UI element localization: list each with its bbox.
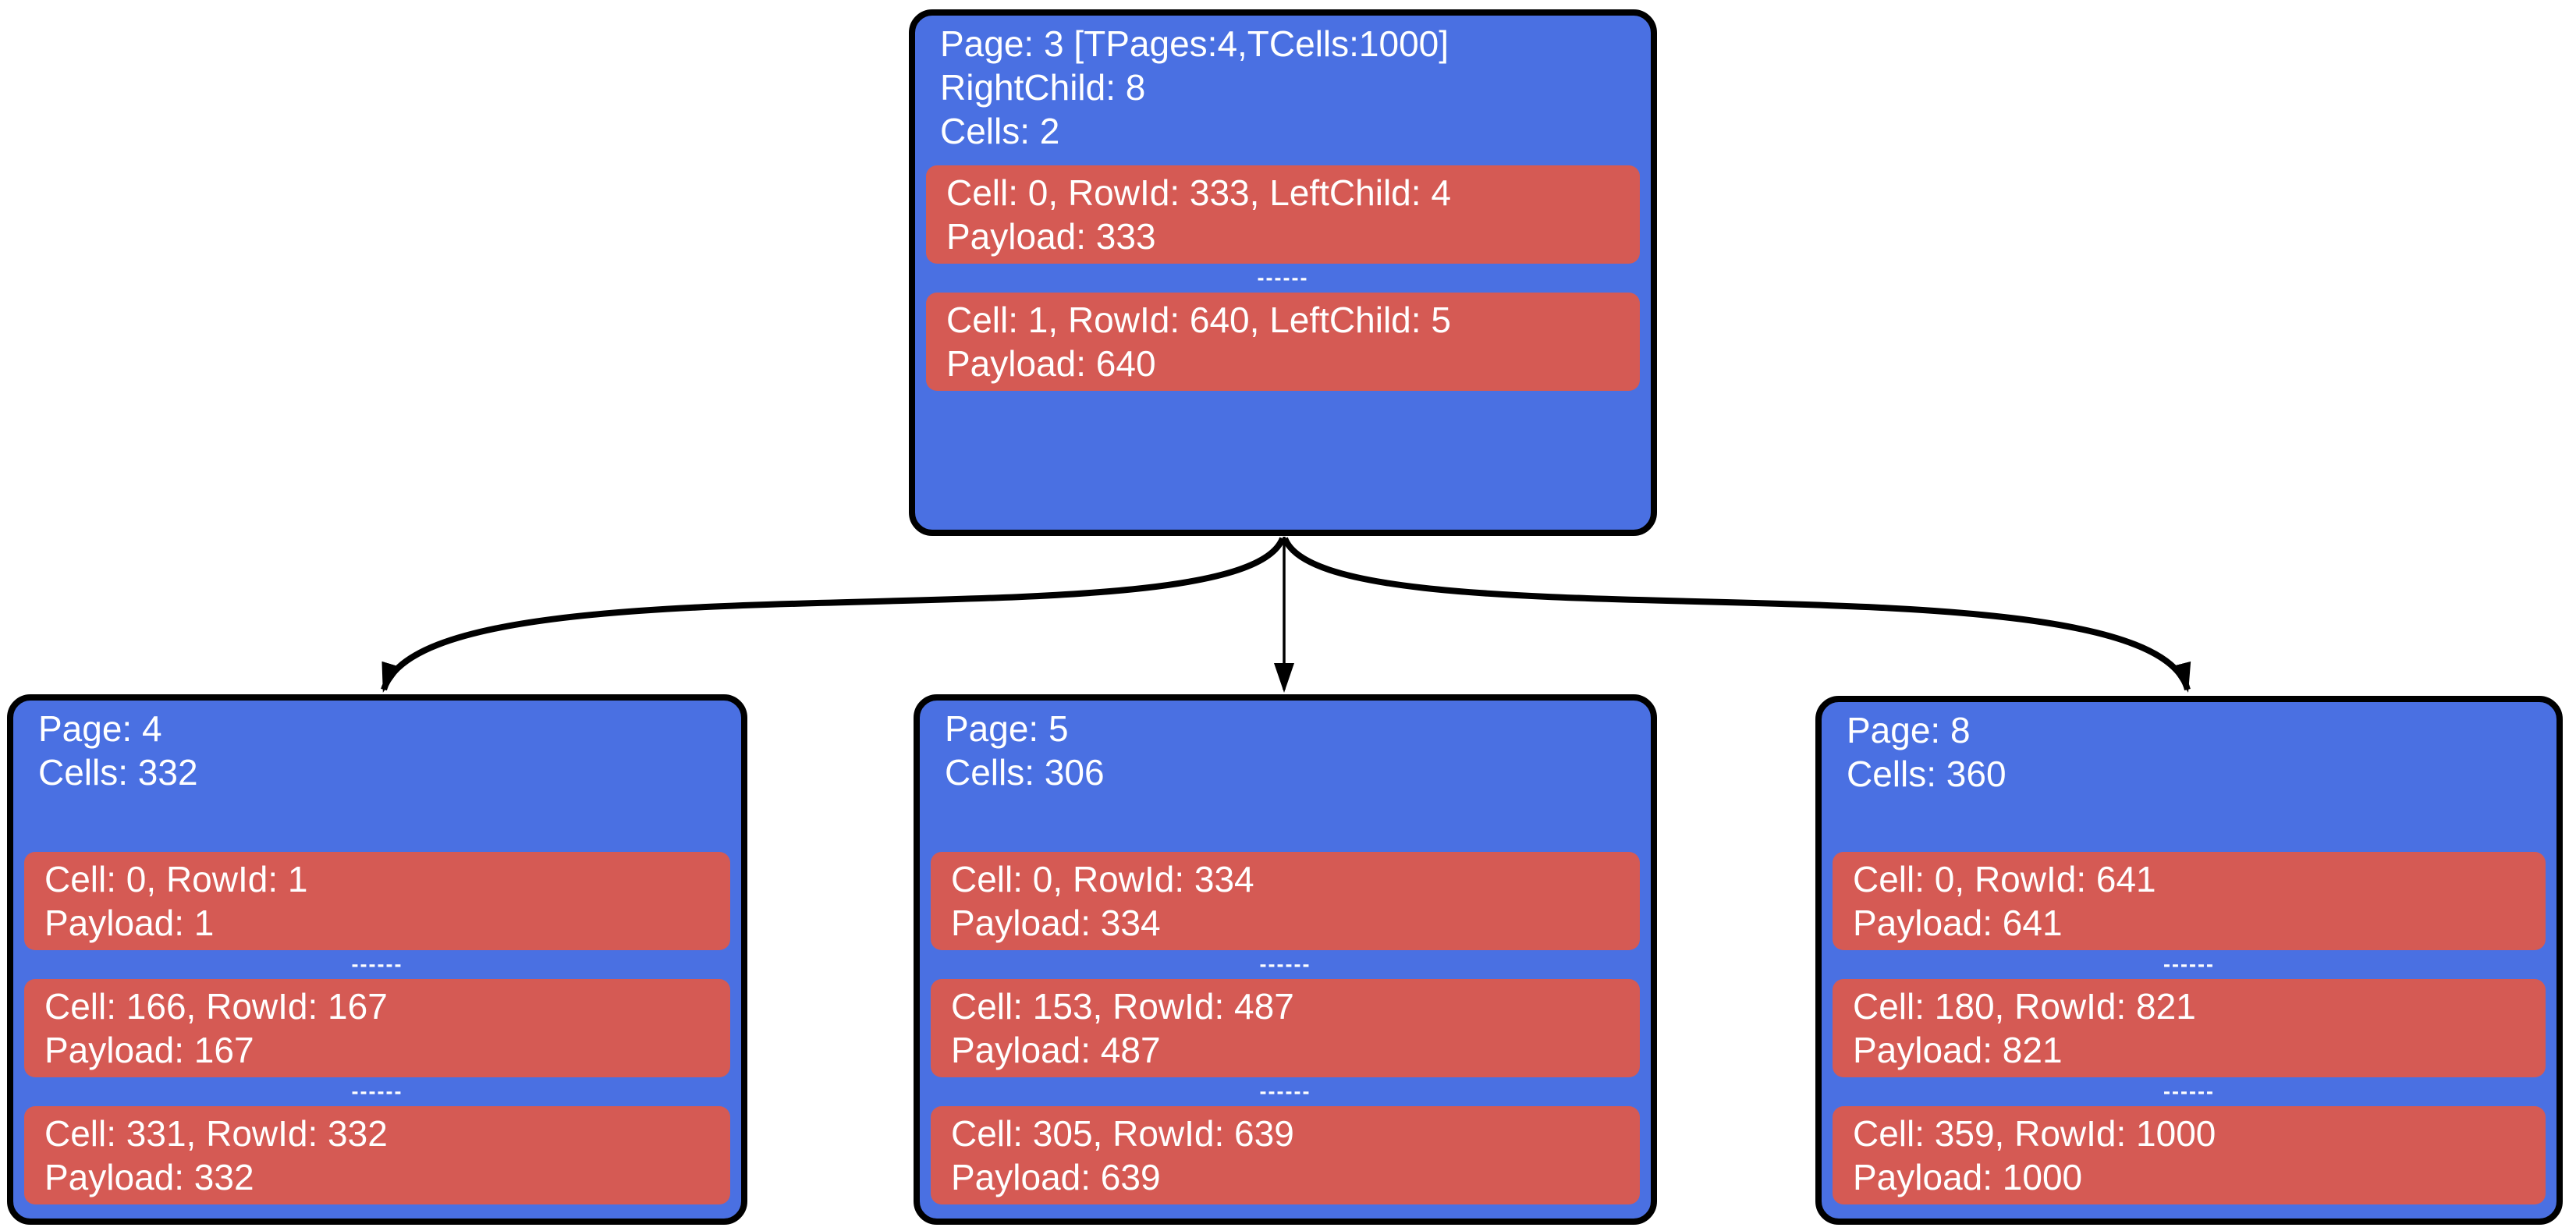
cell-info: Cell: 0, RowId: 1 — [44, 859, 308, 899]
node-page-3-header: Page: 3 [TPages:4,TCells:1000] RightChil… — [915, 16, 1651, 153]
cell-payload: Payload: 641 — [1853, 903, 2063, 943]
cell-separator: ------ — [2163, 953, 2215, 976]
cell-separator: ------ — [1257, 266, 1309, 289]
node-page-8-title: Page: 8 — [1847, 710, 1971, 750]
node-page-5-title: Page: 5 — [945, 708, 1069, 749]
cell-info: Cell: 180, RowId: 821 — [1853, 986, 2196, 1027]
node-page-4-cellcount: Cells: 332 — [38, 752, 198, 793]
node-page-4-title: Page: 4 — [38, 708, 162, 749]
cell-separator: ------ — [351, 953, 403, 976]
cell-entry: Cell: 359, RowId: 1000 Payload: 1000 — [1833, 1106, 2546, 1204]
cell-entry: Cell: 180, RowId: 821 Payload: 821 — [1833, 979, 2546, 1077]
node-page-3-cellcount: Cells: 2 — [940, 111, 1060, 151]
node-page-8-header: Page: 8 Cells: 360 — [1822, 702, 2556, 796]
cell-entry: Cell: 166, RowId: 167 Payload: 167 — [24, 979, 730, 1077]
cell-payload: Payload: 487 — [951, 1030, 1161, 1070]
node-page-4: Page: 4 Cells: 332 Cell: 0, RowId: 1 Pay… — [7, 694, 747, 1225]
node-page-5-cellcount: Cells: 306 — [945, 752, 1105, 793]
cell-payload: Payload: 1000 — [1853, 1157, 2083, 1197]
cell-entry: Cell: 305, RowId: 639 Payload: 639 — [931, 1106, 1640, 1204]
cell-separator: ------ — [2163, 1080, 2215, 1103]
cell-separator: ------ — [1259, 1080, 1311, 1103]
edge-root-to-page4-arrow — [381, 537, 1286, 693]
cell-info: Cell: 0, RowId: 333, LeftChild: 4 — [946, 172, 1451, 213]
cell-payload: Payload: 332 — [44, 1157, 254, 1197]
node-page-3-rightchild: RightChild: 8 — [940, 67, 1146, 108]
cell-payload: Payload: 333 — [946, 216, 1156, 257]
cell-info: Cell: 153, RowId: 487 — [951, 986, 1294, 1027]
cell-separator: ------ — [351, 1080, 403, 1103]
cell-info: Cell: 359, RowId: 1000 — [1853, 1113, 2216, 1154]
cell-entry: Cell: 331, RowId: 332 Payload: 332 — [24, 1106, 730, 1204]
cell-info: Cell: 1, RowId: 640, LeftChild: 5 — [946, 300, 1451, 340]
node-page-4-cells: Cell: 0, RowId: 1 Payload: 1 ------ Cell… — [24, 852, 730, 1204]
cell-info: Cell: 305, RowId: 639 — [951, 1113, 1294, 1154]
node-page-5-cells: Cell: 0, RowId: 334 Payload: 334 ------ … — [931, 852, 1640, 1204]
node-page-8-cellcount: Cells: 360 — [1847, 754, 2007, 794]
cell-info: Cell: 0, RowId: 641 — [1853, 859, 2156, 899]
node-page-3-title: Page: 3 [TPages:4,TCells:1000] — [940, 23, 1449, 64]
node-page-5: Page: 5 Cells: 306 Cell: 0, RowId: 334 P… — [914, 694, 1657, 1225]
cell-entry: Cell: 0, RowId: 641 Payload: 641 — [1833, 852, 2546, 950]
cell-entry: Cell: 0, RowId: 1 Payload: 1 — [24, 852, 730, 950]
cell-info: Cell: 0, RowId: 334 — [951, 859, 1254, 899]
cell-payload: Payload: 639 — [951, 1157, 1161, 1197]
node-page-8: Page: 8 Cells: 360 Cell: 0, RowId: 641 P… — [1815, 696, 2563, 1225]
cell-payload: Payload: 821 — [1853, 1030, 2063, 1070]
cell-info: Cell: 166, RowId: 167 — [44, 986, 388, 1027]
cell-entry: Cell: 0, RowId: 334 Payload: 334 — [931, 852, 1640, 950]
node-page-8-cells: Cell: 0, RowId: 641 Payload: 641 ------ … — [1833, 852, 2546, 1204]
cell-payload: Payload: 334 — [951, 903, 1161, 943]
cell-separator: ------ — [1259, 953, 1311, 976]
cell-entry: Cell: 0, RowId: 333, LeftChild: 4 Payloa… — [926, 165, 1640, 264]
edge-root-to-page8-arrow — [1282, 537, 2191, 693]
node-page-4-header: Page: 4 Cells: 332 — [13, 701, 741, 794]
cell-entry: Cell: 1, RowId: 640, LeftChild: 5 Payloa… — [926, 293, 1640, 391]
cell-entry: Cell: 153, RowId: 487 Payload: 487 — [931, 979, 1640, 1077]
cell-info: Cell: 331, RowId: 332 — [44, 1113, 388, 1154]
cell-payload: Payload: 167 — [44, 1030, 254, 1070]
node-page-3: Page: 3 [TPages:4,TCells:1000] RightChil… — [909, 9, 1657, 536]
cell-payload: Payload: 1 — [44, 903, 215, 943]
node-page-3-cells: Cell: 0, RowId: 333, LeftChild: 4 Payloa… — [926, 165, 1640, 391]
cell-payload: Payload: 640 — [946, 343, 1156, 384]
node-page-5-header: Page: 5 Cells: 306 — [920, 701, 1651, 794]
